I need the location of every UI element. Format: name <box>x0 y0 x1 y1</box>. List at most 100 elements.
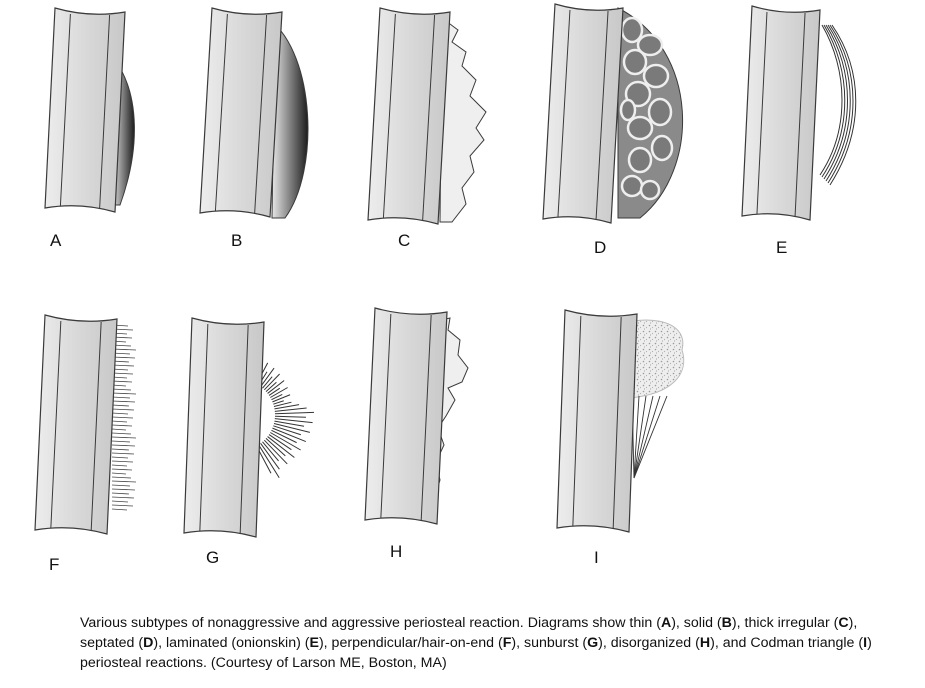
panel-label-h: H <box>390 542 403 561</box>
caption-text: ), and Codman triangle ( <box>710 635 864 651</box>
panel-f-perpendicular <box>34 314 137 535</box>
spicule <box>111 452 135 455</box>
cortex-line <box>382 13 396 219</box>
panel-label-d: D <box>594 238 607 257</box>
cortex-line <box>99 14 111 210</box>
lamination-line <box>827 24 854 184</box>
spicule <box>111 508 128 511</box>
caption-panel-ref: H <box>699 635 711 651</box>
sunburst-spicule <box>260 443 280 470</box>
panel-e-laminated <box>741 5 857 221</box>
cortex-line <box>420 314 432 522</box>
lamination-line <box>821 24 846 178</box>
spicule <box>111 372 134 375</box>
irregular-periosteal-reaction <box>439 17 487 223</box>
spicule <box>111 460 134 463</box>
bone-shaft <box>183 317 265 538</box>
panel-d-septated <box>542 3 684 224</box>
caption-text: ), sunburst ( <box>511 635 588 651</box>
spicule <box>111 436 137 439</box>
panel-c-thick-irregular <box>367 7 487 225</box>
cortex-line <box>214 13 228 212</box>
codman-line <box>633 395 661 479</box>
sunburst-spicule <box>274 407 307 412</box>
cortex-line <box>59 13 71 207</box>
spicule <box>111 456 129 459</box>
codman-line <box>633 395 640 479</box>
bone-shaft <box>542 3 624 224</box>
sunburst-spicule <box>267 436 295 458</box>
spicule <box>111 492 130 495</box>
septum-cell <box>642 63 670 89</box>
panel-h-disorganized <box>364 307 469 525</box>
panel-a-thin <box>44 7 135 213</box>
cortex-line <box>199 323 209 532</box>
bone-shaft <box>367 7 451 225</box>
spicule <box>111 428 127 431</box>
spicule <box>111 400 136 403</box>
bone-shaft <box>556 309 638 533</box>
caption-text: ) periosteal reactions. (Courtesy of Lar… <box>80 635 872 671</box>
septum-cell <box>624 80 652 108</box>
bone-shaft <box>199 7 283 218</box>
spicule <box>111 364 135 367</box>
sunburst-spicule <box>263 439 288 465</box>
caption-panel-ref: G <box>587 635 599 651</box>
panel-label-b: B <box>231 231 243 250</box>
figure-caption: Various subtypes of nonaggressive and ag… <box>80 613 915 673</box>
sunburst-spicule <box>273 400 284 405</box>
lamination-line <box>825 24 851 182</box>
caption-text: ), septated ( <box>80 615 858 651</box>
cortex-line <box>572 315 582 527</box>
caption-text: ), thick irregular ( <box>731 615 839 631</box>
cortex-line <box>90 321 102 532</box>
sunburst-spicule <box>272 394 291 403</box>
caption-panel-ref: C <box>838 615 849 631</box>
sunburst-spicule <box>270 432 301 451</box>
septum-cell <box>647 97 673 127</box>
bone-shaft <box>364 307 448 525</box>
septum-cell <box>636 33 664 57</box>
codman-line <box>633 395 668 479</box>
panel-label-f: F <box>49 555 60 574</box>
caption-panel-ref: I <box>863 635 868 651</box>
spicule <box>111 496 135 499</box>
lamination-line <box>829 24 857 186</box>
sunburst-spicule <box>272 427 307 443</box>
spicule <box>111 472 127 475</box>
spicule <box>111 504 134 507</box>
cortex-line <box>254 14 268 215</box>
sunburst-spicule <box>271 393 283 401</box>
spicule <box>111 416 134 419</box>
panel-label-c: C <box>398 231 411 250</box>
sunburst-spicule <box>267 380 285 394</box>
spicule <box>111 476 132 479</box>
spicule <box>111 464 128 467</box>
spicule <box>111 396 131 399</box>
sunburst-spicule <box>262 376 273 389</box>
panel-label-a: A <box>50 231 62 250</box>
cortex-line <box>380 313 392 519</box>
cortex-line <box>557 9 571 218</box>
sunburst-spicule <box>273 422 310 433</box>
cortex-line <box>422 14 436 222</box>
septum-cell <box>627 146 653 174</box>
sunburst-spicule <box>274 411 314 415</box>
cortex-line <box>612 316 622 530</box>
lamination-line <box>819 24 843 176</box>
caption-panel-ref: A <box>660 615 672 631</box>
panel-g-sunburst <box>183 317 314 538</box>
caption-text: ), laminated (onionskin) ( <box>153 635 310 651</box>
septum-cell <box>639 179 661 201</box>
spicule <box>111 404 130 407</box>
sunburst-spicule <box>265 438 286 457</box>
spicule <box>111 408 135 411</box>
spicule <box>111 448 130 451</box>
septum-cell <box>620 174 644 198</box>
septum-cell <box>619 98 637 122</box>
spicule <box>111 500 129 503</box>
sunburst-spicule <box>274 420 305 427</box>
panel-label-e: E <box>776 238 788 257</box>
codman-line <box>633 395 647 479</box>
spicule <box>111 388 132 391</box>
